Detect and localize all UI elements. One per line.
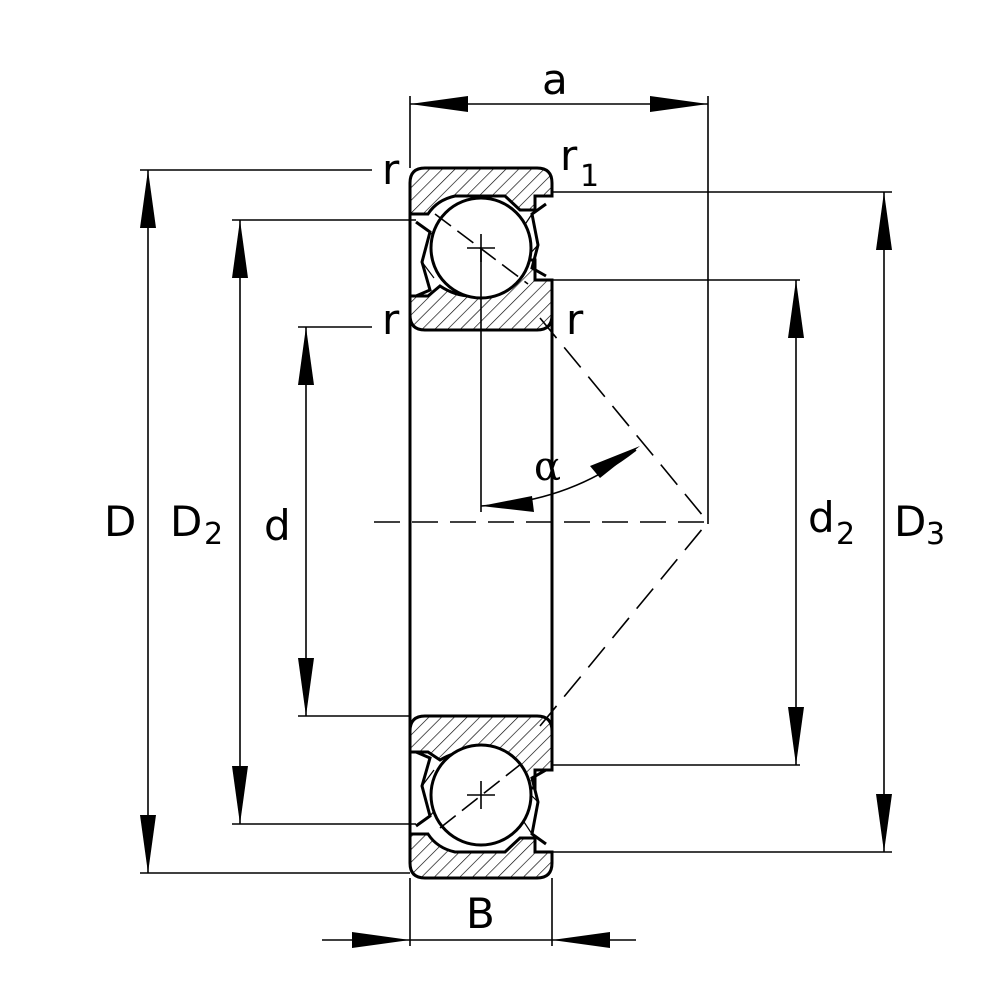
label-d: d	[264, 501, 291, 550]
center-and-contact-lines	[374, 317, 709, 727]
dimension-D2	[232, 220, 248, 824]
dimension-a	[410, 96, 708, 112]
label-B: B	[466, 889, 495, 938]
label-D3-subscript: 3	[926, 517, 945, 552]
contact-line-top	[539, 317, 709, 523]
contact-line-bottom	[539, 521, 709, 727]
label-r-top-left: r	[382, 145, 400, 194]
outer-ring-bottom	[408, 832, 554, 880]
dimension-d	[298, 327, 314, 716]
seal-left-bottom	[415, 750, 432, 828]
dimension-D3	[876, 192, 892, 852]
label-r1: r	[560, 131, 578, 180]
label-alpha: α	[534, 444, 561, 490]
labels: a r r 1 r r α D D 2 d d 2 D 3 B	[104, 55, 945, 938]
seal-right-top	[530, 202, 547, 278]
dimension-D	[140, 170, 156, 873]
dimension-B	[322, 932, 636, 948]
label-D3: D	[894, 497, 926, 546]
label-D2-subscript: 2	[204, 517, 223, 552]
dimension-d2	[788, 280, 804, 765]
label-r1-subscript: 1	[580, 159, 599, 194]
seal-right-bottom	[530, 768, 547, 846]
label-r-mid-right: r	[566, 295, 584, 344]
label-r-mid-left: r	[382, 295, 400, 344]
dimension-alpha-arrows	[481, 446, 640, 512]
outer-ring-top	[408, 166, 554, 216]
extension-lines	[140, 96, 892, 946]
label-d2-subscript: 2	[836, 517, 855, 552]
label-a: a	[542, 55, 568, 104]
label-D: D	[104, 497, 136, 546]
label-d2: d	[808, 493, 835, 542]
bearing-bottom-section	[408, 714, 554, 880]
label-D2: D	[170, 497, 202, 546]
seal-left-top	[415, 220, 432, 298]
